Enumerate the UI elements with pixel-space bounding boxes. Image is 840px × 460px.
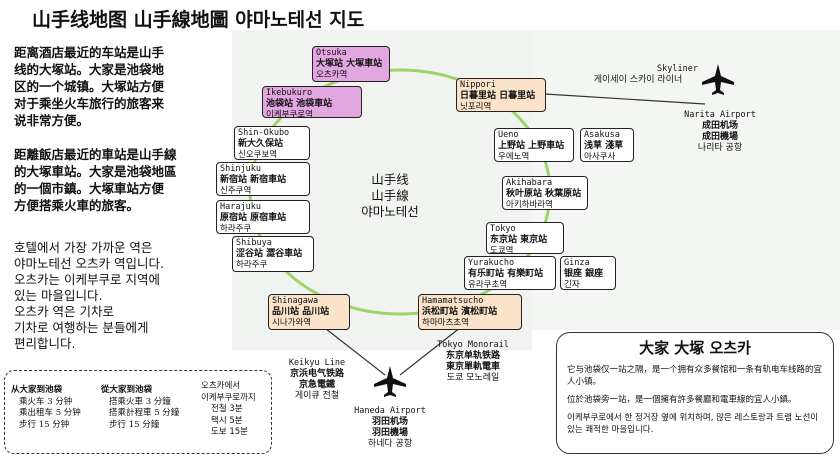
otsuka-info-box: 大家 大塚 오츠카 它与池袋仅一站之隔，是一个拥有众多餐馆和一条有轨电车线路的宜…: [556, 332, 834, 454]
station-harajuku[interactable]: Harajuku 原宿站 原宿車站 하라주쿠: [216, 200, 310, 234]
info-heading: 大家 大塚 오츠카: [639, 339, 751, 357]
skyliner-line: [544, 93, 706, 105]
station-ueno[interactable]: Ueno 上野站 上野車站 우에노역: [494, 128, 574, 162]
station-ikebukuro[interactable]: Ikebukuro 池袋站 池袋車站 이케부쿠로역: [262, 86, 362, 120]
station-hamamatsucho[interactable]: Hamamatsucho 浜松町站 濱松町站 하마마츠초역: [418, 294, 522, 330]
narita-airport[interactable]: Narita Airport 成田机场 成田機場 나리타 공항: [684, 110, 756, 153]
description-simplified: 距离酒店最近的车站是山手 线的大塚站。大家是池袋地 区的一个城镇。大塚站方便 对…: [14, 45, 165, 128]
station-nippori[interactable]: Nippori 日暮里站 日暮里站 닛포리역: [456, 78, 546, 112]
airplane-icon: [374, 366, 406, 397]
skyliner-label: Skyliner 게이세이 스카이 라이너: [593, 64, 698, 85]
station-otsuka[interactable]: Otsuka 大塚站 大塚車站 오츠카역: [312, 46, 390, 82]
description-korean: 호텔에서 가장 가까운 역은 야마노테선 오츠카 역입니다. 오츠카는 이케부쿠…: [14, 240, 164, 351]
station-shibuya[interactable]: Shibuya 涩谷站 澀谷車站 하라주쿠: [232, 236, 314, 272]
station-ginza[interactable]: Ginza 银座 銀座 긴자: [560, 256, 616, 290]
yamanote-center-label: 山手线 山手線 야마노테선: [361, 172, 419, 219]
access-traditional: 從大家到池袋 搭乘火車 3 分鐘 搭乘計程車 5 分鐘 步行 15 分鐘: [101, 385, 180, 430]
station-yurakucho[interactable]: Yurakucho 有乐町站 有樂町站 유라쿠초역: [464, 256, 556, 290]
station-shinjuku[interactable]: Shinjuku 新宿站 新宿車站 신주쿠역: [216, 162, 310, 196]
access-simplified: 从大家到池袋 乘火车 3 分钟 乘出租车 5 分钟 步行 15 分钟: [11, 385, 81, 430]
access-times-box: 从大家到池袋 乘火车 3 分钟 乘出租车 5 分钟 步行 15 分钟 從大家到池…: [4, 370, 272, 454]
info-korean: 이케부쿠로에서 한 정거장 옆에 위치하며, 많은 레스토랑과 트램 노선이 있…: [567, 413, 819, 435]
station-shinagawa[interactable]: Shinagawa 品川站 品川站 시나가와역: [268, 294, 350, 330]
airplane-icon: [702, 64, 734, 95]
info-traditional: 位於池袋旁一站，是一個擁有許多餐廳和電車線的宜人小鎮。: [567, 395, 797, 405]
station-asakusa[interactable]: Asakusa 浅草 淺草 아사쿠사: [580, 128, 634, 162]
station-akihabara[interactable]: Akihabara 秋叶原站 秋葉原站 아키하바라역: [502, 176, 588, 210]
access-korean: 오츠카에서 이케부쿠로까지 전철 3분 택시 5분 도보 15분: [201, 381, 256, 437]
monorail-label: Tokyo Monorail 东京单轨铁路 東京單軌電車 도쿄 모노레일: [437, 340, 509, 383]
page-title: 山手线地图 山手線地圖 야마노테선 지도: [32, 9, 365, 31]
haneda-airport[interactable]: Haneda Airport 羽田机场 羽田機場 하네다 공항: [354, 406, 426, 449]
keikyu-line-label: Keikyu Line 京浜电气铁路 京急電鐵 게이큐 전철: [288, 358, 346, 401]
info-simplified: 它与池袋仅一站之隔，是一个拥有众多餐馆和一条有轨电车线路的宜人小镇。: [567, 365, 823, 387]
description-traditional: 距離飯店最近的車站是山手線 的大塚車站。大家是池袋地區 的一個市鎮。大塚車站方便…: [14, 147, 177, 213]
station-shin-okubo[interactable]: Shin-Okubo 新大久保站 신오쿠보역: [234, 126, 310, 160]
station-tokyo[interactable]: Tokyo 东京站 東京站 도쿄역: [486, 222, 564, 256]
